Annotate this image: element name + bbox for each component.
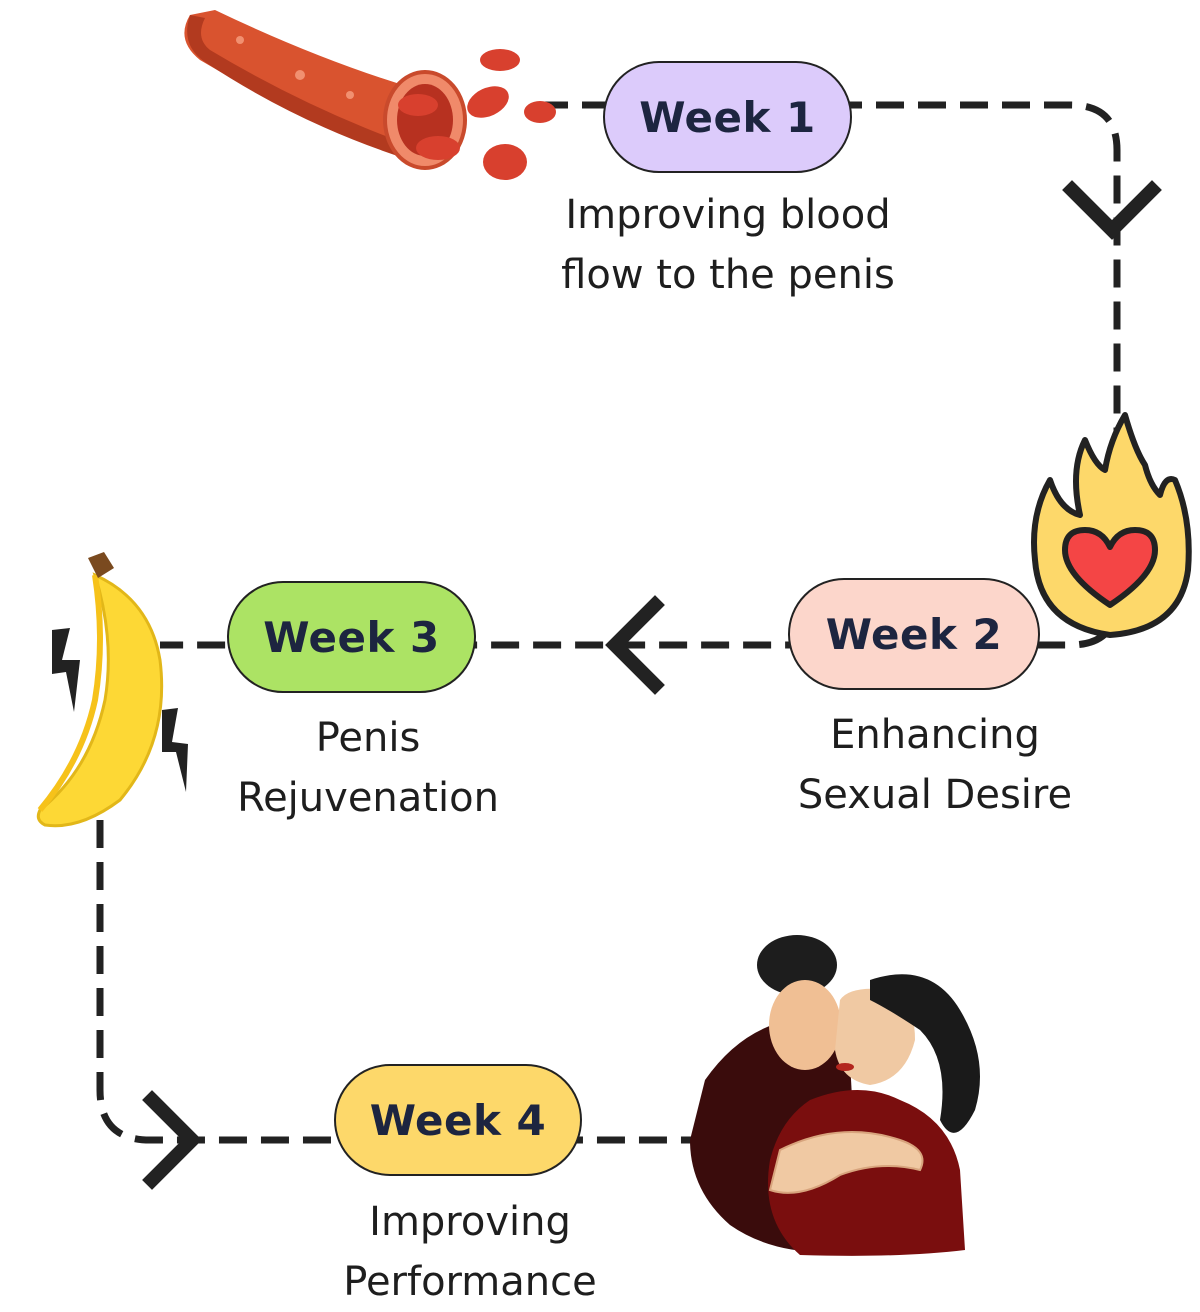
- week-1-pill: Week 1: [603, 61, 852, 173]
- week-3-label: Week 3: [263, 612, 440, 662]
- chevron-left-icon: [605, 595, 665, 695]
- week-3-desc-line-1: Penis: [315, 715, 421, 761]
- blood-vessel-icon: [184, 10, 556, 180]
- week-1-description: Improving blood flow to the penis: [528, 185, 928, 305]
- week-1-desc-line-2: flow to the penis: [561, 252, 895, 298]
- chevron-right-icon: [142, 1090, 202, 1190]
- week-4-pill: Week 4: [334, 1064, 582, 1176]
- week-2-label: Week 2: [825, 609, 1003, 659]
- week-4-label: Week 4: [369, 1095, 547, 1145]
- week-2-desc-line-1: Enhancing: [830, 712, 1040, 758]
- banana-icon: [36, 552, 188, 828]
- week-1-label: Week 1: [639, 92, 816, 142]
- heart-fire-icon: [1031, 412, 1192, 638]
- week-2-description: Enhancing Sexual Desire: [735, 705, 1135, 825]
- week-3-description: Penis Rejuvenation: [168, 708, 568, 828]
- week-3-desc-line-2: Rejuvenation: [237, 775, 499, 821]
- connector-path: [96, 101, 1121, 1144]
- week-4-desc-line-1: Improving: [369, 1199, 571, 1245]
- week-4-desc-line-2: Performance: [343, 1259, 597, 1305]
- couple-embrace-icon: [690, 935, 980, 1256]
- week-4-description: Improving Performance: [270, 1192, 670, 1312]
- chevron-down-icon: [1062, 180, 1162, 240]
- week-2-desc-line-2: Sexual Desire: [797, 772, 1073, 818]
- week-2-pill: Week 2: [788, 578, 1040, 690]
- week-3-pill: Week 3: [227, 581, 476, 693]
- week-1-desc-line-1: Improving blood: [565, 192, 891, 238]
